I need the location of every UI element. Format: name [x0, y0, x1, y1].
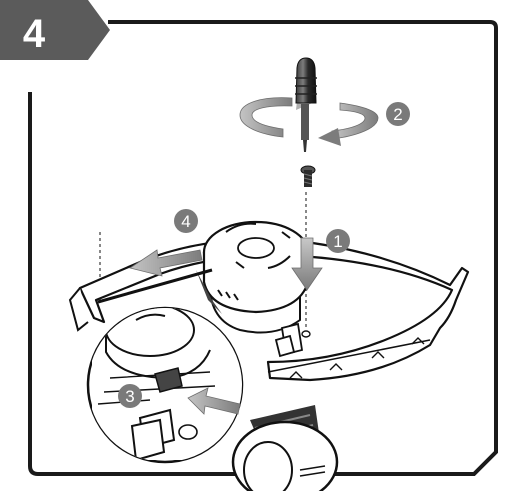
callout-2-label: 2 [393, 105, 402, 124]
screwdriver-icon [295, 57, 317, 152]
zoom-detail [86, 306, 244, 464]
screw-icon [300, 165, 316, 187]
cutting-line [97, 268, 213, 304]
callout-3-label: 3 [125, 387, 134, 406]
left-arrow [129, 249, 203, 277]
trimmer-body [231, 405, 339, 496]
callout-3: 3 [118, 384, 142, 408]
frame-border [28, 20, 498, 476]
push-arrow [187, 387, 241, 415]
step-number: 4 [23, 12, 46, 56]
down-arrow [291, 237, 323, 291]
callout-4: 4 [174, 209, 198, 233]
callout-1-label: 1 [333, 232, 342, 251]
spool [196, 220, 310, 334]
callout-1: 1 [326, 229, 350, 253]
callout-2: 2 [386, 102, 410, 126]
step-badge: 4 [0, 0, 110, 60]
latch-small [274, 322, 311, 358]
callout-4-label: 4 [181, 212, 190, 231]
